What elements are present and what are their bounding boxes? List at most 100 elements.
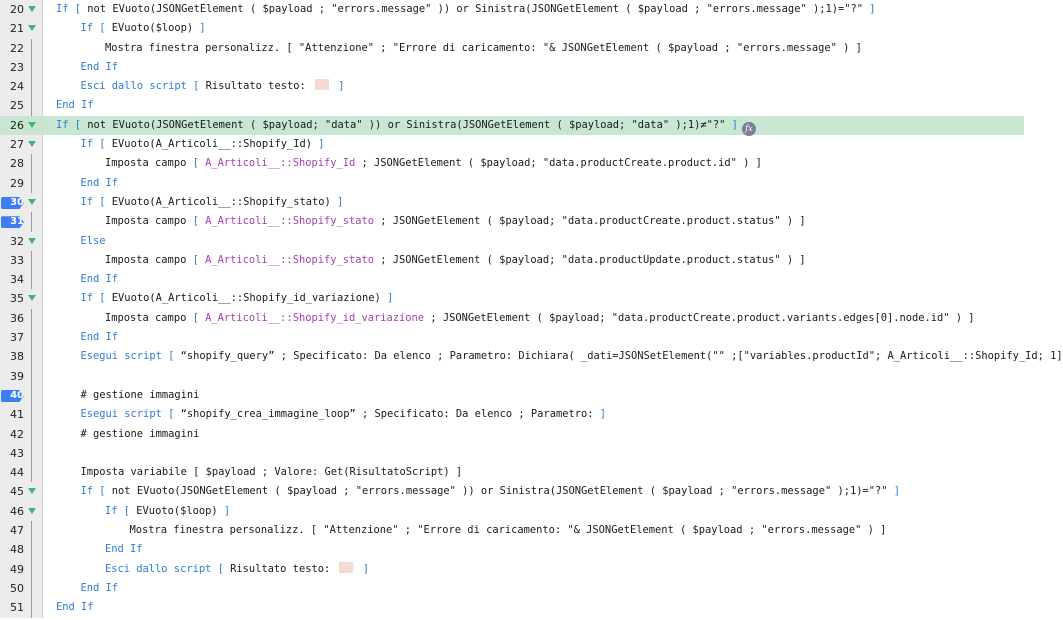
- script-line[interactable]: 37 End If: [0, 328, 1024, 348]
- step-bracket[interactable]: [: [99, 22, 112, 35]
- line-gutter[interactable]: 44: [0, 463, 43, 483]
- step-keyword[interactable]: If: [80, 138, 100, 151]
- line-gutter[interactable]: 43: [0, 443, 43, 464]
- line-gutter[interactable]: 36: [0, 308, 43, 329]
- line-gutter[interactable]: 28: [0, 154, 43, 174]
- line-number[interactable]: 26: [10, 118, 24, 132]
- step-bracket[interactable]: ]: [318, 138, 325, 151]
- step-keyword[interactable]: If: [56, 118, 75, 131]
- step-bracket[interactable]: [: [99, 195, 112, 208]
- fold-triangle-icon[interactable]: [28, 25, 36, 32]
- line-gutter[interactable]: 24: [0, 77, 43, 97]
- step-keyword[interactable]: End If: [80, 331, 119, 344]
- line-number[interactable]: 36: [10, 311, 24, 325]
- line-number[interactable]: 41: [10, 408, 24, 422]
- line-gutter[interactable]: 45: [0, 482, 43, 502]
- script-line[interactable]: 25 End If: [0, 96, 1024, 116]
- step-keyword[interactable]: End If: [56, 601, 94, 614]
- line-number[interactable]: 38: [10, 350, 24, 364]
- line-number[interactable]: 39: [10, 369, 24, 383]
- line-number[interactable]: 37: [10, 331, 24, 345]
- step-bracket[interactable]: ]: [356, 562, 369, 575]
- line-number[interactable]: 50: [10, 581, 24, 595]
- script-line[interactable]: 39: [0, 366, 1024, 386]
- line-number[interactable]: 42: [10, 427, 24, 441]
- step-keyword[interactable]: End If: [105, 543, 143, 556]
- step-bracket[interactable]: [: [74, 118, 88, 131]
- line-number[interactable]: 33: [10, 253, 24, 267]
- line-number[interactable]: 49: [10, 562, 24, 576]
- line-gutter[interactable]: 30: [0, 192, 43, 213]
- script-line[interactable]: 43: [0, 443, 1024, 464]
- step-bracket[interactable]: [: [192, 215, 206, 228]
- step-bracket[interactable]: [: [192, 157, 206, 170]
- line-number[interactable]: 47: [10, 524, 24, 538]
- line-gutter[interactable]: 27: [0, 135, 43, 155]
- step-bracket[interactable]: [: [168, 350, 181, 363]
- breakpoint-line-number[interactable]: 31: [1, 216, 24, 229]
- breakpoint-line-number[interactable]: 30: [1, 196, 24, 209]
- line-gutter[interactable]: 20: [0, 0, 43, 20]
- step-bracket[interactable]: ]: [869, 3, 876, 15]
- line-gutter[interactable]: 34: [0, 270, 43, 290]
- step-bracket[interactable]: ]: [337, 195, 344, 208]
- script-line[interactable]: 42# gestione immagini: [0, 424, 1024, 444]
- fold-triangle-icon[interactable]: [28, 488, 36, 495]
- line-number[interactable]: 34: [10, 273, 24, 287]
- line-number[interactable]: 44: [10, 466, 24, 480]
- line-number[interactable]: 35: [10, 292, 24, 306]
- step-keyword[interactable]: Esegui script: [80, 350, 169, 363]
- step-bracket[interactable]: [: [192, 253, 206, 266]
- step-keyword[interactable]: Esegui script: [80, 408, 169, 421]
- step-bracket[interactable]: [: [99, 485, 112, 498]
- empty-value-field[interactable]: [314, 79, 329, 91]
- line-gutter[interactable]: 51: [0, 598, 43, 618]
- step-bracket[interactable]: [: [217, 562, 231, 575]
- line-gutter[interactable]: 29: [0, 173, 43, 193]
- fold-triangle-icon[interactable]: [28, 141, 36, 148]
- step-bracket[interactable]: ]: [387, 292, 394, 305]
- script-line[interactable]: 51 End If: [0, 598, 1024, 618]
- line-number[interactable]: 20: [10, 3, 24, 16]
- script-line[interactable]: 40# gestione immagini: [0, 385, 1024, 406]
- line-gutter[interactable]: 31: [0, 212, 43, 232]
- step-keyword[interactable]: End If: [80, 581, 119, 594]
- line-gutter[interactable]: 32: [0, 231, 43, 251]
- fold-triangle-icon[interactable]: [28, 295, 36, 302]
- function-fx-icon[interactable]: fx: [741, 121, 756, 136]
- step-bracket[interactable]: [: [123, 504, 137, 517]
- line-number[interactable]: 23: [10, 60, 24, 74]
- line-number[interactable]: 28: [10, 157, 24, 171]
- step-keyword[interactable]: If: [80, 292, 100, 305]
- step-keyword[interactable]: Esci dallo script: [80, 80, 194, 93]
- step-keyword[interactable]: End If: [56, 99, 94, 112]
- line-number[interactable]: 27: [10, 138, 24, 152]
- breakpoint-line-number[interactable]: 40: [1, 389, 24, 402]
- step-keyword[interactable]: If: [105, 504, 124, 517]
- line-gutter[interactable]: 38: [0, 347, 43, 367]
- line-gutter[interactable]: 46: [0, 501, 43, 522]
- line-gutter[interactable]: 41: [0, 405, 43, 425]
- line-gutter[interactable]: 25: [0, 96, 43, 116]
- step-bracket[interactable]: [: [168, 408, 181, 421]
- step-keyword[interactable]: If: [80, 485, 100, 498]
- fold-triangle-icon[interactable]: [28, 507, 36, 514]
- step-bracket[interactable]: [: [99, 292, 112, 305]
- step-keyword[interactable]: Else: [80, 234, 106, 247]
- line-gutter[interactable]: 23: [0, 57, 43, 78]
- line-number[interactable]: 46: [10, 504, 24, 518]
